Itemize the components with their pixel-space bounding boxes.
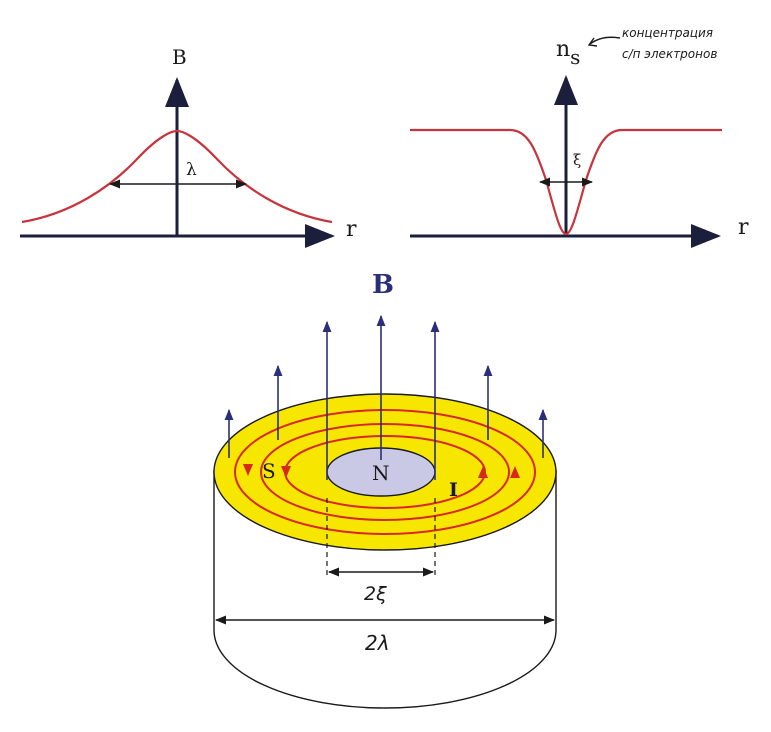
annotation-pointer <box>589 36 621 45</box>
core-label: N <box>372 461 390 485</box>
magnetic-field-plot: λ B r <box>20 45 357 248</box>
annotation-line-2: с/п электронов <box>622 47 717 61</box>
ring-label: S <box>262 459 276 483</box>
current-arrow-right <box>478 466 488 478</box>
x-axis-label: r <box>738 215 749 240</box>
y-axis-label: ns <box>556 37 580 69</box>
field-lines <box>224 314 548 480</box>
core-diameter-label: 2ξ <box>364 583 387 605</box>
xi-label: ξ <box>573 151 581 169</box>
concentration-curve <box>410 128 722 236</box>
field-curve <box>21 129 333 224</box>
current-label: I <box>449 479 458 501</box>
current-ring-outer <box>234 409 536 535</box>
current-ring-middle <box>260 423 510 521</box>
y-axis-label: B <box>172 45 187 69</box>
current-arrow-right-outer <box>510 466 520 478</box>
current-arrow-left-inner <box>281 466 291 478</box>
x-axis-label: r <box>346 217 357 242</box>
vortex-cylinder: N S I B 2ξ 2λ <box>213 270 557 709</box>
y-axis-label-sub: s <box>570 45 580 69</box>
annotation-line-1: концентрация <box>622 26 713 40</box>
outer-diameter-label: 2λ <box>365 631 390 655</box>
field-label: B <box>372 270 394 300</box>
concentration-plot: ξ ns r концентрация с/п электронов <box>410 26 749 248</box>
lambda-label: λ <box>186 160 197 180</box>
current-arrow-left <box>243 464 253 476</box>
